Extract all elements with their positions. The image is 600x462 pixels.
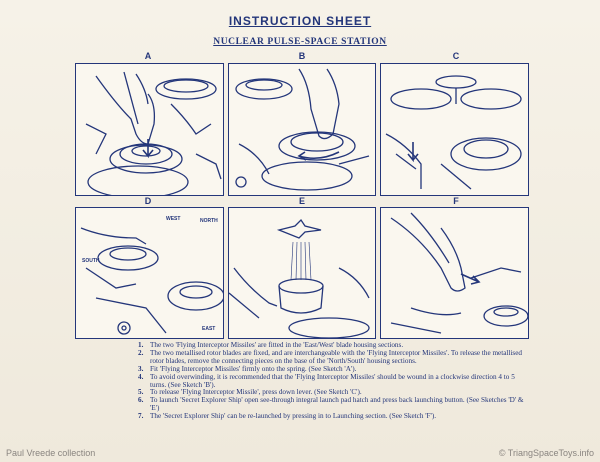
item-text: Fit 'Flying Interceptor Missiles' firmly… <box>150 364 357 373</box>
compass-east: EAST <box>202 326 215 332</box>
item-number: 1. <box>138 341 144 349</box>
item-number: 4. <box>138 372 144 381</box>
down-arrow-icon <box>407 142 419 163</box>
sketch-d-panel: WEST NORTH SOUTH EAST <box>75 207 224 339</box>
panel-label-b: B <box>298 51 306 61</box>
sketch-e-panel <box>228 207 376 339</box>
sketch-a-illustration <box>85 71 222 195</box>
panel-label-e: E <box>298 196 305 206</box>
item-text: To avoid overwinding, it is recommended … <box>150 372 515 389</box>
compass-west: WEST <box>166 216 180 222</box>
compass-north: NORTH <box>200 218 218 224</box>
sketch-f-illustration <box>390 212 528 334</box>
list-item: 3. Fit 'Flying Interceptor Missiles' firm… <box>138 364 528 374</box>
down-arrow-icon <box>142 139 154 159</box>
panel-label-a: A <box>144 51 152 61</box>
list-item: 2. The two metallised rotor blades are fi… <box>138 348 528 366</box>
list-item: 6. To launch 'Secret Explorer Ship' open … <box>138 396 528 413</box>
sketch-f-panel <box>380 207 529 339</box>
item-number: 2. <box>138 348 144 357</box>
sketch-c-panel <box>380 63 529 196</box>
item-number: 5. <box>138 388 144 397</box>
launch-motion-lines <box>290 241 312 281</box>
clockwise-arrow-icon <box>297 151 340 161</box>
sketch-a-panel <box>75 63 224 196</box>
panel-label-d: D <box>144 196 152 206</box>
item-text: To launch 'Secret Explorer Ship' open se… <box>150 396 524 413</box>
sketch-b-illustration <box>235 68 370 191</box>
panel-label-c: C <box>452 51 460 61</box>
sketch-d-illustration: WEST NORTH SOUTH EAST <box>80 216 223 335</box>
list-item: 5. To release 'Flying Interceptor Missile… <box>138 389 528 397</box>
sheet-title: INSTRUCTION SHEET <box>228 14 372 28</box>
item-text: To release 'Flying Interceptor Missile',… <box>150 388 362 397</box>
item-text: The two 'Flying Interceptor Missiles' ar… <box>150 341 404 349</box>
collection-credit: Paul Vreede collection <box>6 448 96 458</box>
sheet-subtitle: NUCLEAR PULSE-SPACE STATION <box>213 37 387 47</box>
list-item: 7. The 'Secret Explorer Ship' can be re-l… <box>138 412 528 421</box>
push-arrow-icon <box>460 273 481 285</box>
item-number: 7. <box>138 412 144 421</box>
list-item: 1. The two 'Flying Interceptor Missiles' … <box>138 341 528 350</box>
instructions-list: 1. The two 'Flying Interceptor Missiles' … <box>138 341 528 421</box>
sketch-e-illustration <box>229 218 370 338</box>
item-number: 6. <box>138 396 144 405</box>
compass-south: SOUTH <box>82 258 100 264</box>
item-text: The two metallised rotor blades are fixe… <box>150 348 522 365</box>
site-watermark: © TriangSpaceToys.info <box>498 448 594 458</box>
item-text: The 'Secret Explorer Ship' can be re-lau… <box>150 412 437 421</box>
item-number: 3. <box>138 364 144 373</box>
list-item: 4. To avoid overwinding, it is recommende… <box>138 372 528 390</box>
sketch-c-illustration <box>385 75 522 190</box>
sketch-b-panel <box>228 63 376 196</box>
panel-label-f: F <box>453 196 459 206</box>
